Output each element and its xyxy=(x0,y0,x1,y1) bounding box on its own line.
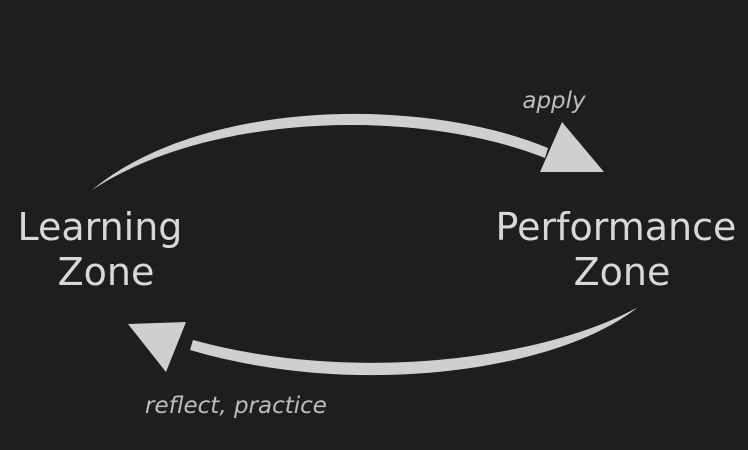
performance-zone-line-1: Performance xyxy=(496,205,737,249)
reflect-arrow-shaft xyxy=(190,307,638,376)
node-performance-zone: Performance Zone xyxy=(496,205,748,294)
learning-zone-line-2: Zone xyxy=(58,250,155,294)
edge-reflect-practice xyxy=(128,307,638,376)
reflect-arrowhead-icon xyxy=(128,322,186,372)
performance-zone-line-2: Zone xyxy=(574,250,671,294)
apply-arrowhead-icon xyxy=(540,122,604,172)
reflect-practice-label: reflect, practice xyxy=(145,393,327,419)
learning-zone-line-1: Learning xyxy=(17,205,182,249)
apply-arrow-shaft xyxy=(92,113,548,190)
edge-apply xyxy=(92,113,604,190)
node-learning-zone: Learning Zone xyxy=(17,205,194,294)
apply-label: apply xyxy=(522,88,586,114)
